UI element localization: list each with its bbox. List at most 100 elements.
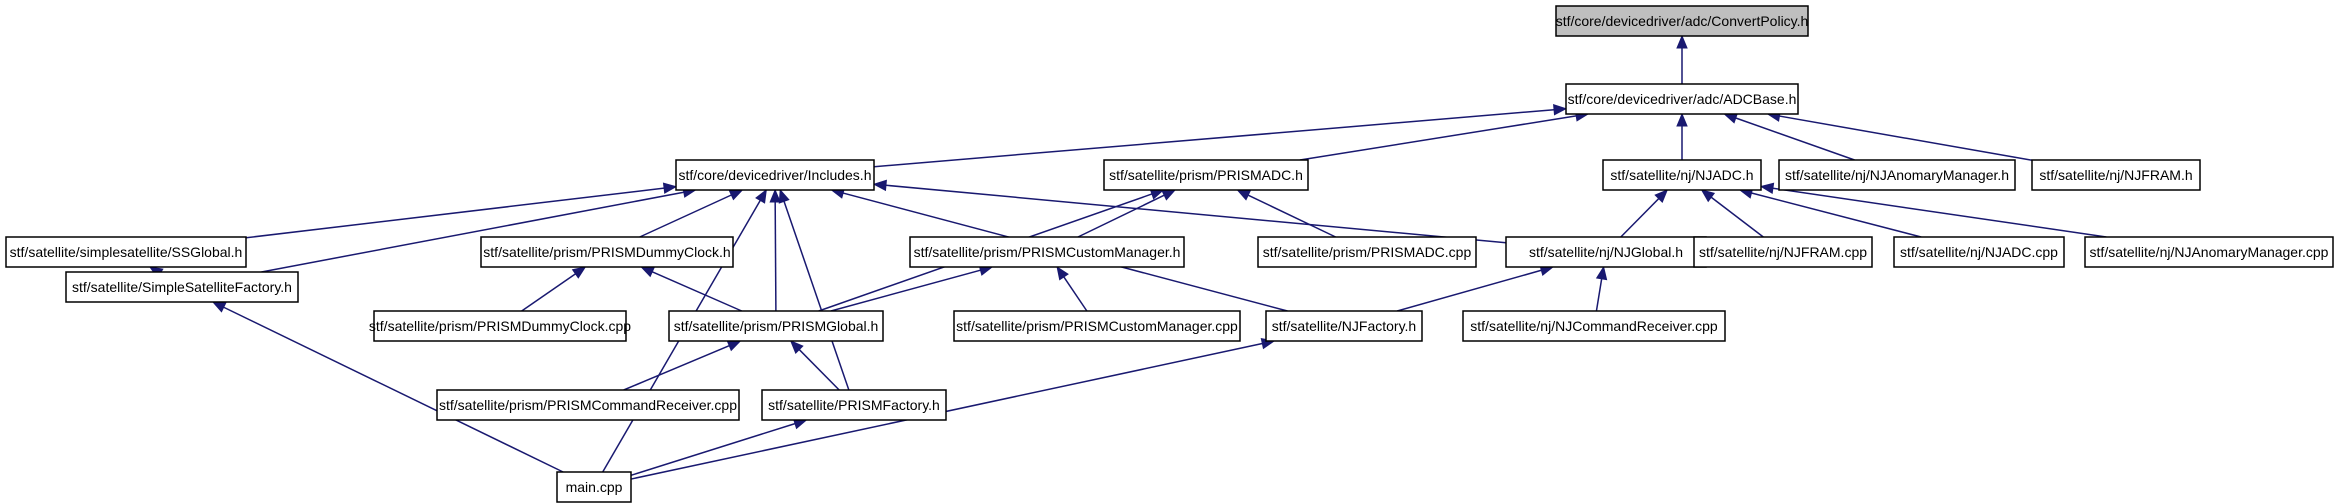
arrowhead-icon: [1553, 103, 1568, 116]
edge-prismcustom_cpp-to-prismcustom_h: [1056, 265, 1088, 312]
edge-line: [1710, 196, 1764, 238]
node-includes[interactable]: stf/core/devicedriver/Includes.h: [675, 159, 875, 191]
node-label: stf/satellite/nj/NJADC.cpp: [1900, 244, 2058, 260]
edge-prismglobal-to-prismcustom_h: [830, 264, 994, 312]
node-label: stf/satellite/nj/NJAnomaryManager.cpp: [2090, 244, 2329, 260]
edge-line: [1299, 115, 1577, 161]
node-njcmdrecv[interactable]: stf/satellite/nj/NJCommandReceiver.cpp: [1462, 310, 1726, 342]
node-box: [5, 236, 247, 268]
edge-line: [521, 273, 576, 312]
node-prismcustom_cpp[interactable]: stf/satellite/prism/PRISMCustomManager.c…: [953, 310, 1241, 342]
edge-prismglobal-to-includes: [769, 188, 781, 312]
node-prismadc_h[interactable]: stf/satellite/prism/PRISMADC.h: [1103, 159, 1309, 191]
arrowhead-icon: [789, 340, 804, 354]
node-label: stf/satellite/SimpleSatelliteFactory.h: [72, 279, 292, 295]
arrowhead-icon: [571, 266, 587, 279]
node-box: [556, 471, 632, 503]
node-box: [668, 310, 884, 342]
node-label: stf/satellite/prism/PRISMCustomManager.h: [914, 244, 1181, 260]
node-njadc_h[interactable]: stf/satellite/nj/NJADC.h: [1602, 159, 1762, 191]
edge-prismcustom_h-to-prismadc_h: [1077, 189, 1177, 238]
edge-adcbase-to-convertpolicy: [1676, 34, 1688, 84]
edge-line: [1077, 194, 1165, 238]
edge-includes-to-adcbase: [873, 103, 1568, 168]
node-ssglobal[interactable]: stf/satellite/simplesatellite/SSGlobal.h: [5, 236, 247, 268]
edge-line: [1063, 276, 1088, 312]
edge-line: [1396, 269, 1542, 312]
node-njfram_h[interactable]: stf/satellite/nj/NJFRAM.h: [2031, 159, 2201, 191]
edge-line: [245, 187, 665, 239]
node-label: stf/satellite/NJFactory.h: [1272, 318, 1416, 334]
edge-line: [1779, 115, 2033, 162]
edge-njanomary_h-to-adcbase: [1723, 112, 1855, 161]
node-label: main.cpp: [566, 479, 623, 495]
edge-prismdummyclock_h-to-includes: [639, 189, 744, 238]
node-convertpolicy: stf/core/devicedriver/adc/ConvertPolicy.…: [1555, 5, 1809, 37]
edge-line: [885, 184, 1507, 244]
node-box: [436, 389, 740, 421]
node-njanomary_h[interactable]: stf/satellite/nj/NJAnomaryManager.h: [1778, 159, 2016, 191]
node-prismcustom_h[interactable]: stf/satellite/prism/PRISMCustomManager.h: [909, 236, 1185, 268]
node-label: stf/satellite/nj/NJADC.h: [1610, 167, 1753, 183]
edge-ssglobal-to-includes: [245, 182, 678, 239]
edge-prismglobal-to-prismdummyclock_h: [640, 266, 743, 312]
edge-line: [261, 191, 684, 273]
edge-line: [1772, 187, 2107, 238]
edge-njfram_cpp-to-njadc_h: [1700, 189, 1764, 238]
arrowhead-icon: [1595, 265, 1608, 281]
edge-njglobal-to-includes: [872, 179, 1507, 244]
node-prismfactory[interactable]: stf/satellite/PRISMFactory.h: [761, 389, 947, 421]
edge-main-to-prismfactory: [630, 418, 808, 477]
node-label: stf/satellite/prism/PRISMGlobal.h: [674, 318, 879, 334]
node-adcbase[interactable]: stf/core/devicedriver/adc/ADCBase.h: [1565, 83, 1799, 115]
node-box: [373, 310, 627, 342]
edge-line: [798, 349, 840, 391]
edge-line: [873, 108, 1555, 168]
node-njadc_cpp[interactable]: stf/satellite/nj/NJADC.cpp: [1893, 236, 2065, 268]
arrowhead-icon: [640, 266, 656, 278]
node-simplesatfactory[interactable]: stf/satellite/SimpleSatelliteFactory.h: [65, 271, 299, 303]
node-main[interactable]: main.cpp: [556, 471, 632, 503]
node-box: [480, 236, 734, 268]
node-box: [1602, 159, 1762, 191]
edge-line: [223, 306, 564, 473]
node-njanomary_cpp[interactable]: stf/satellite/nj/NJAnomaryManager.cpp: [2084, 236, 2334, 268]
node-box: [761, 389, 947, 421]
edge-prismadc_cpp-to-prismadc_h: [1236, 189, 1336, 238]
arrowhead-icon: [769, 188, 781, 203]
edge-line: [623, 344, 730, 391]
node-box: [1505, 236, 1707, 268]
node-prismdummyclock_h[interactable]: stf/satellite/prism/PRISMDummyClock.h: [480, 236, 734, 268]
node-prismglobal[interactable]: stf/satellite/prism/PRISMGlobal.h: [668, 310, 884, 342]
node-label: stf/satellite/prism/PRISMCommandReceiver…: [439, 397, 737, 413]
arrowhead-icon: [1056, 265, 1069, 281]
edge-line: [1595, 278, 1603, 312]
node-box: [909, 236, 1185, 268]
node-label: stf/core/devicedriver/adc/ADCBase.h: [1568, 91, 1797, 107]
node-label: stf/satellite/PRISMFactory.h: [768, 397, 940, 413]
node-label: stf/satellite/prism/PRISMADC.h: [1109, 167, 1303, 183]
node-prismadc_cpp[interactable]: stf/satellite/prism/PRISMADC.cpp: [1257, 236, 1477, 268]
node-njfram_cpp[interactable]: stf/satellite/nj/NJFRAM.cpp: [1693, 236, 1873, 268]
node-label: stf/satellite/nj/NJAnomaryManager.h: [1785, 167, 2009, 183]
node-label: stf/satellite/prism/PRISMDummyClock.h: [483, 244, 730, 260]
node-box: [1265, 310, 1423, 342]
arrowhead-icon: [728, 189, 744, 201]
arrowhead-icon: [211, 301, 227, 313]
node-njglobal[interactable]: stf/satellite/nj/NJGlobal.h: [1505, 236, 1707, 268]
node-njfactory[interactable]: stf/satellite/NJFactory.h: [1265, 310, 1423, 342]
arrowhead-icon: [872, 179, 887, 192]
node-label: stf/satellite/nj/NJFRAM.h: [2039, 167, 2192, 183]
node-prismcmdrecv[interactable]: stf/satellite/prism/PRISMCommandReceiver…: [436, 389, 740, 421]
arrowhead-icon: [1654, 189, 1669, 203]
node-box: [65, 271, 299, 303]
arrowhead-icon: [778, 188, 790, 204]
node-label: stf/satellite/prism/PRISMDummyClock.cpp: [369, 318, 631, 334]
node-box: [1555, 5, 1809, 37]
node-box: [675, 159, 875, 191]
nodes-layer: stf/core/devicedriver/adc/ConvertPolicy.…: [5, 5, 2334, 503]
node-prismdummyclock_cpp[interactable]: stf/satellite/prism/PRISMDummyClock.cpp: [369, 310, 631, 342]
edge-prismcmdrecv-to-prismglobal: [623, 340, 742, 391]
edge-prismfactory-to-prismglobal: [789, 340, 840, 391]
edge-line: [774, 201, 777, 312]
